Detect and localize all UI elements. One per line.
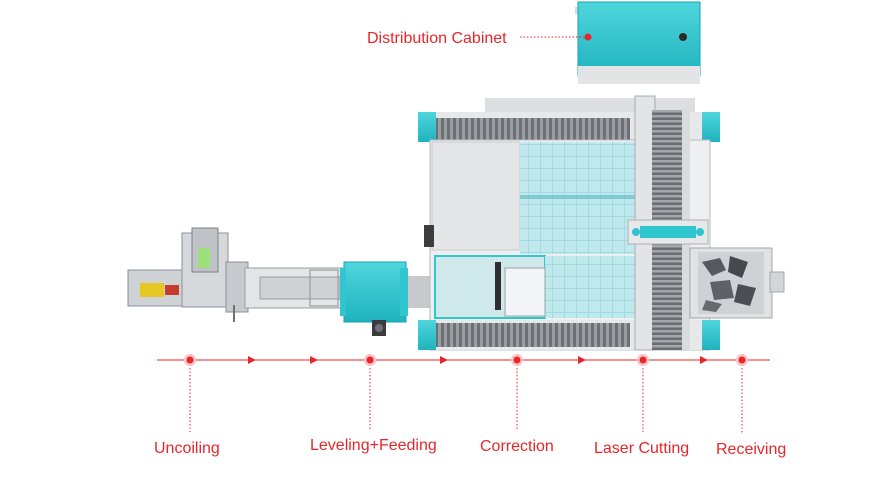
step-marker-laser-cutting [637, 354, 649, 432]
flow-arrow [700, 356, 708, 364]
flow-arrow [440, 356, 448, 364]
label-uncoiling: Uncoiling [154, 440, 220, 457]
uncoiler-machine [127, 227, 249, 322]
step-marker-uncoiling [184, 354, 196, 432]
distribution-cabinet [575, 1, 701, 84]
flow-arrow [578, 356, 586, 364]
label-distribution-cabinet: Distribution Cabinet [367, 30, 507, 47]
leveling-feeding-unit [340, 261, 408, 336]
label-leveling-feeding: Leveling+Feeding [310, 437, 437, 454]
flow-arrow [310, 356, 318, 364]
laser-cutting-machine [418, 95, 720, 351]
step-marker-receiving [736, 354, 748, 434]
step-marker-correction [511, 354, 523, 430]
receiving-bin [689, 247, 785, 319]
label-receiving: Receiving [716, 441, 787, 458]
label-laser-cutting: Laser Cutting [594, 440, 690, 457]
label-correction: Correction [480, 438, 554, 455]
step-marker-leveling-feeding [364, 354, 376, 430]
process-flow-line [157, 354, 770, 434]
flow-arrow [248, 356, 256, 364]
